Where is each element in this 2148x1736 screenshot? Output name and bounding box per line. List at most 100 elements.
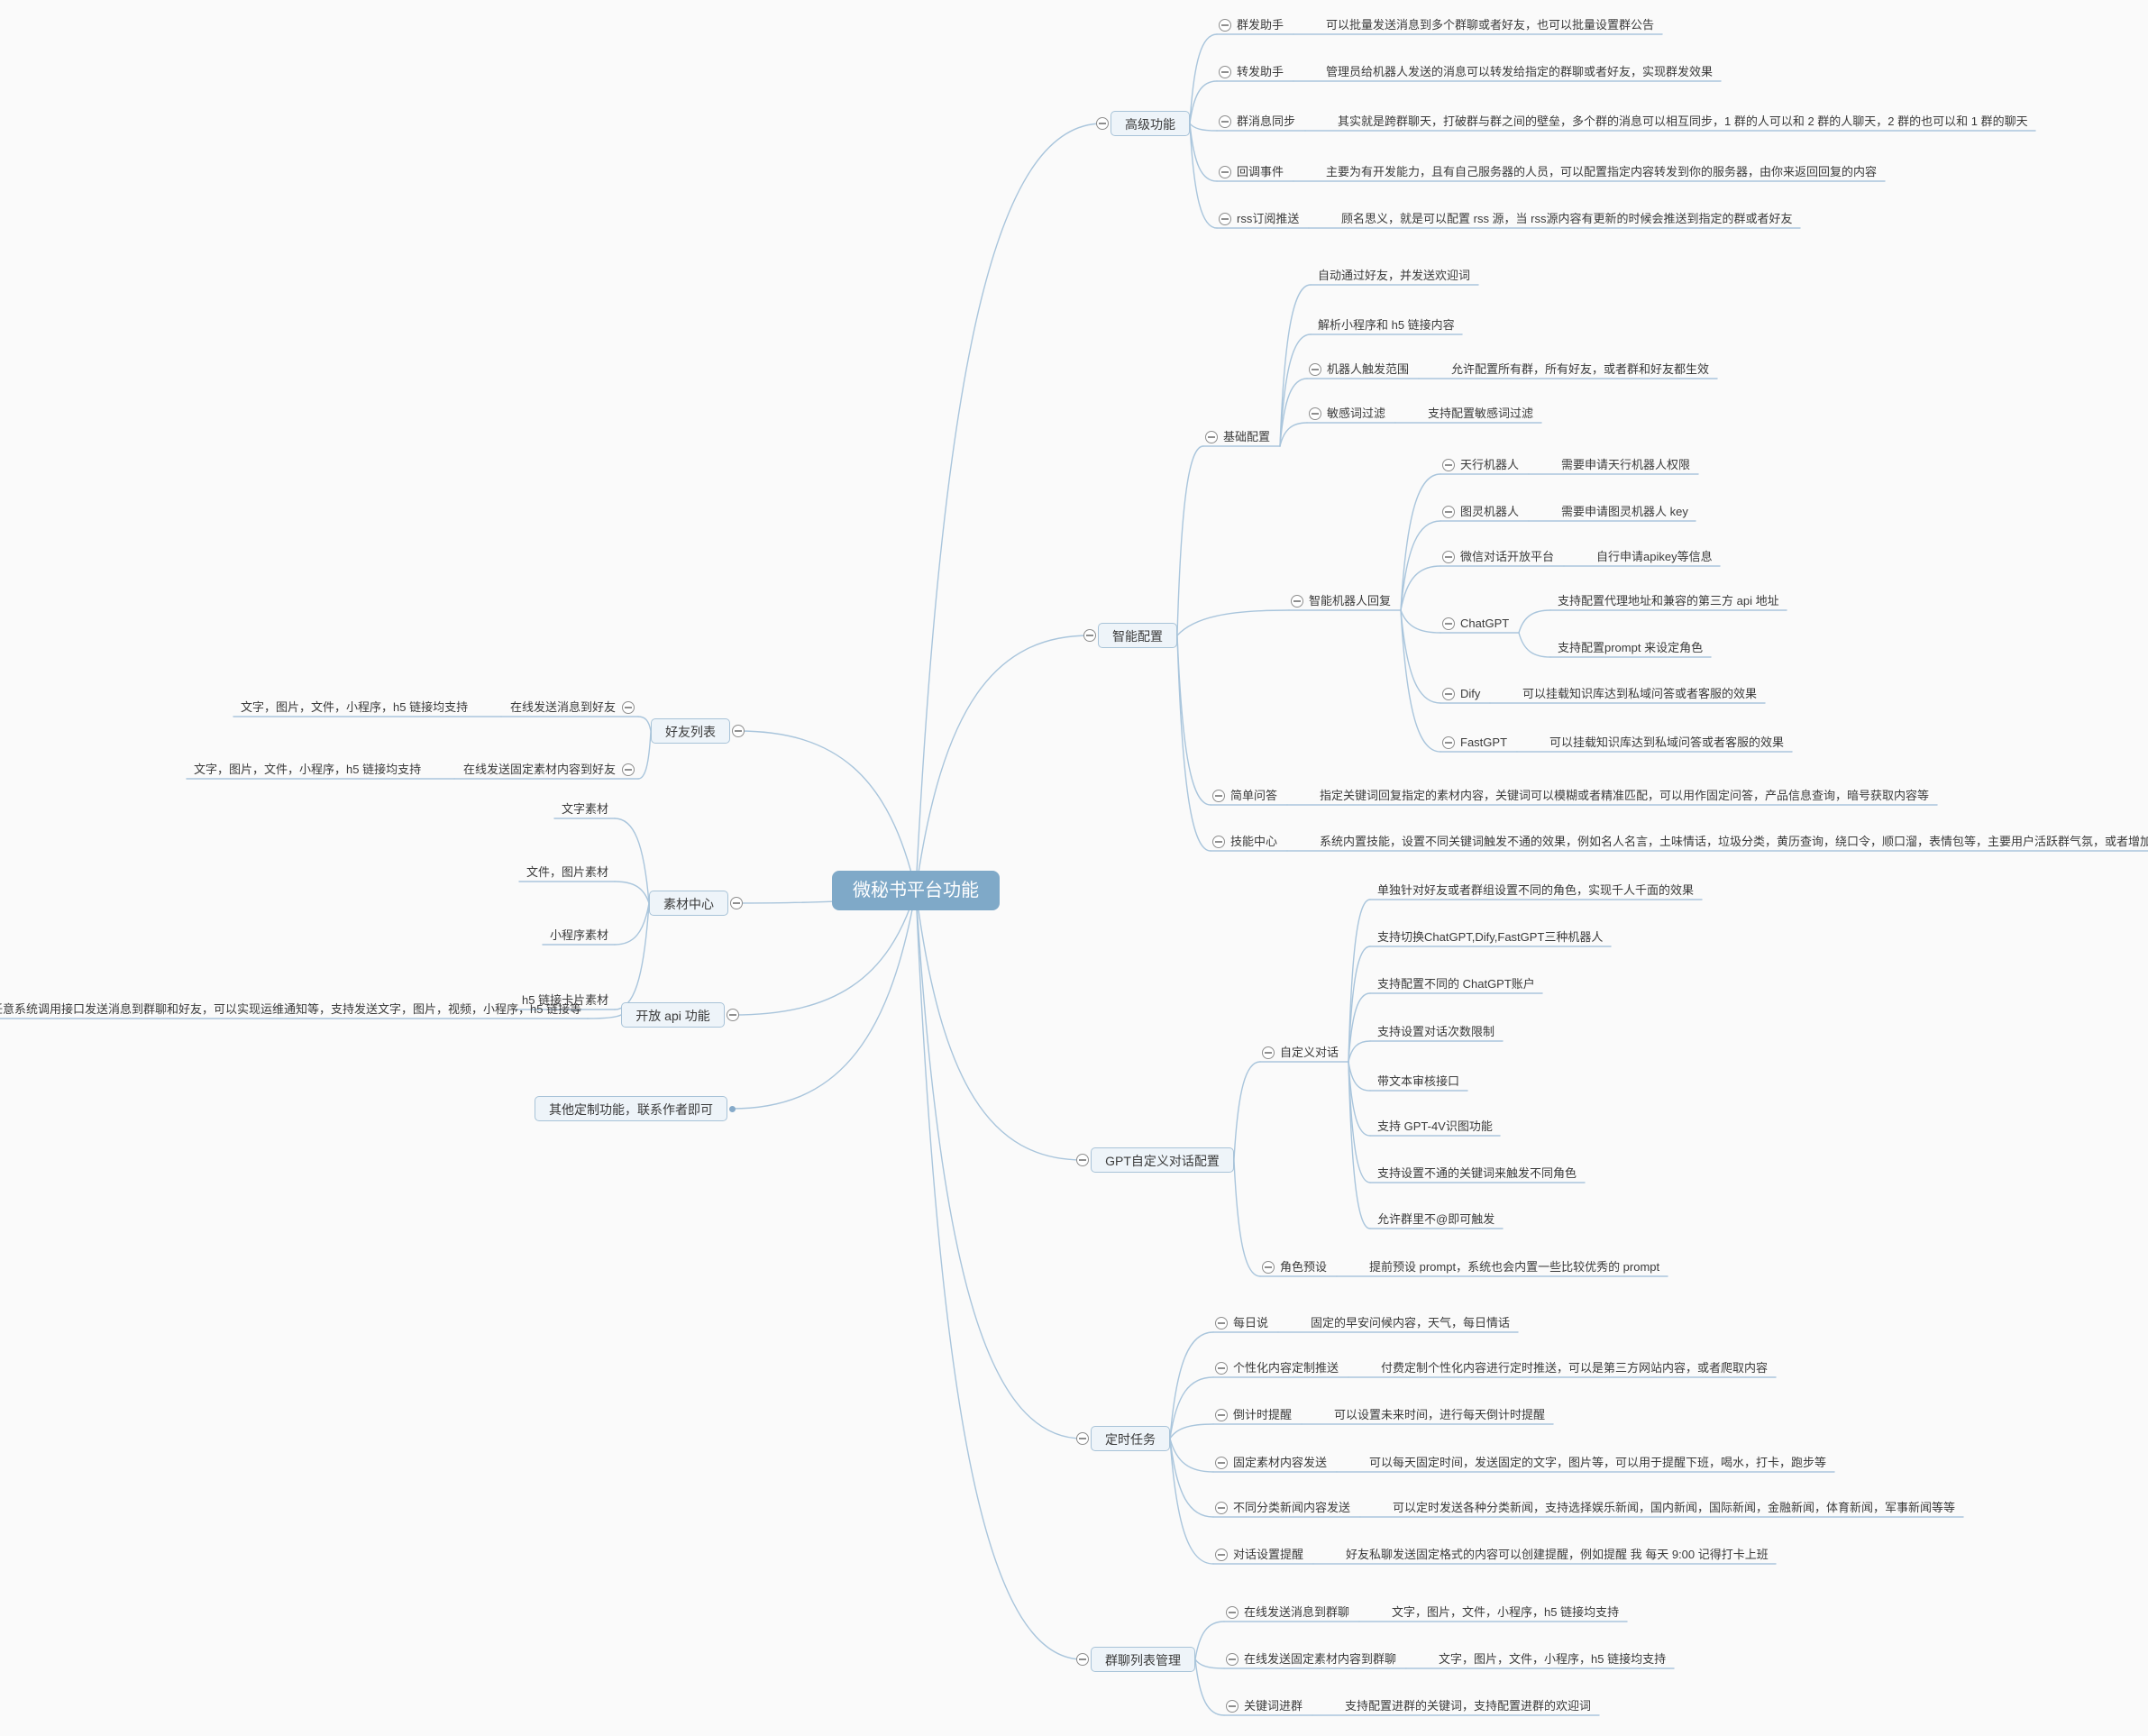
node-r3a6[interactable]: 支持 GPT-4V识图功能 [1377, 1119, 1493, 1133]
node-r3a4[interactable]: 支持设置对话次数限制 [1377, 1025, 1495, 1038]
node-r1eD[interactable]: 顾名思义，就是可以配置 rss 源，当 rss源内容有更新的时候会推送到指定的群… [1341, 212, 1793, 225]
node-r4a[interactable]: 每日说 [1233, 1316, 1269, 1329]
node-r4dD[interactable]: 可以每天固定时间，发送固定的文字，图片等，可以用于提醒下班，喝水，打卡，跑步等 [1369, 1456, 1827, 1469]
collapse-icon[interactable] [1309, 407, 1321, 420]
node-r3a3[interactable]: 支持配置不同的 ChatGPT账户 [1377, 977, 1535, 991]
collapse-icon[interactable] [1076, 1432, 1089, 1445]
node-r5c[interactable]: 关键词进群 [1244, 1699, 1303, 1713]
collapse-icon[interactable] [1442, 459, 1455, 471]
node-r5bD[interactable]: 文字，图片，文件，小程序，h5 链接均支持 [1439, 1652, 1667, 1666]
collapse-icon[interactable] [1219, 166, 1231, 178]
node-l1aD[interactable]: 文字，图片，文件，小程序，h5 链接均支持 [241, 700, 469, 714]
collapse-icon[interactable] [1212, 836, 1225, 848]
node-r2c[interactable]: 简单问答 [1230, 789, 1278, 802]
node-l2d[interactable]: h5 链接卡片素材 [522, 993, 609, 1007]
node-r1aD[interactable]: 可以批量发送消息到多个群聊或者好友，也可以批量设置群公告 [1326, 18, 1655, 32]
collapse-icon[interactable] [1442, 617, 1455, 630]
node-r1c[interactable]: 群消息同步 [1237, 114, 1296, 128]
collapse-icon[interactable] [1226, 1700, 1239, 1713]
node-r2a1[interactable]: 自动通过好友，并发送欢迎词 [1318, 269, 1471, 282]
node-r2cD[interactable]: 指定关键词回复指定的素材内容，关键词可以模糊或者精准匹配，可以用作固定问答，产品… [1320, 789, 1930, 802]
node-r2dD[interactable]: 系统内置技能，设置不同关键词触发不通的效果，例如名人名言，土味情话，垃圾分类，黄… [1320, 835, 2148, 848]
collapse-icon[interactable] [1083, 629, 1096, 642]
node-r4aD[interactable]: 固定的早安问候内容，天气，每日情话 [1311, 1316, 1511, 1329]
collapse-icon[interactable] [1262, 1261, 1275, 1274]
node-l3a[interactable]: 任意系统调用接口发送消息到群聊和好友，可以实现运维通知等，支持发送文字，图片，视… [0, 1002, 582, 1016]
collapse-icon[interactable] [1442, 688, 1455, 700]
node-r4e[interactable]: 不同分类新闻内容发送 [1233, 1501, 1351, 1514]
collapse-icon[interactable] [1076, 1653, 1089, 1666]
node-r4cD[interactable]: 可以设置未来时间，进行每天倒计时提醒 [1334, 1408, 1546, 1421]
collapse-icon[interactable] [1096, 117, 1109, 130]
collapse-icon[interactable] [1219, 66, 1231, 78]
collapse-icon[interactable] [1076, 1154, 1089, 1166]
node-l1b[interactable]: 在线发送固定素材内容到好友 [463, 763, 617, 776]
collapse-icon[interactable] [622, 701, 635, 714]
node-l2a[interactable]: 文字素材 [562, 802, 609, 816]
node-r5b[interactable]: 在线发送固定素材内容到群聊 [1244, 1652, 1397, 1666]
node-r2b6[interactable]: FastGPT [1460, 736, 1508, 749]
node-r2b4a[interactable]: 支持配置代理地址和兼容的第三方 api 地址 [1558, 594, 1779, 608]
node-r2a[interactable]: 基础配置 [1223, 430, 1271, 443]
collapse-icon[interactable] [1442, 551, 1455, 563]
branch-r4[interactable]: 定时任务 [1091, 1426, 1170, 1451]
branch-l3[interactable]: 开放 api 功能 [621, 1002, 725, 1028]
node-r1bD[interactable]: 管理员给机器人发送的消息可以转发给指定的群聊或者好友，实现群发效果 [1326, 65, 1714, 78]
node-r2b1D[interactable]: 需要申请天行机器人权限 [1561, 458, 1691, 471]
node-r1cD[interactable]: 其实就是跨群聊天，打破群与群之间的壁垒，多个群的消息可以相互同步，1 群的人可以… [1338, 114, 2028, 128]
node-r2b3[interactable]: 微信对话开放平台 [1460, 550, 1555, 563]
node-r3a5[interactable]: 带文本审核接口 [1377, 1074, 1460, 1088]
node-r3a1[interactable]: 单独针对好友或者群组设置不同的角色，实现千人千面的效果 [1377, 883, 1695, 897]
collapse-icon[interactable] [1219, 213, 1231, 225]
node-r5aD[interactable]: 文字，图片，文件，小程序，h5 链接均支持 [1392, 1605, 1620, 1619]
node-r3a2[interactable]: 支持切换ChatGPT,Dify,FastGPT三种机器人 [1377, 930, 1604, 944]
node-r4fD[interactable]: 好友私聊发送固定格式的内容可以创建提醒，例如提醒 我 每天 9:00 记得打卡上… [1346, 1548, 1769, 1561]
node-l1a[interactable]: 在线发送消息到好友 [510, 700, 617, 714]
node-r4d[interactable]: 固定素材内容发送 [1233, 1456, 1328, 1469]
collapse-icon[interactable] [1226, 1606, 1239, 1619]
node-r3a8[interactable]: 允许群里不@即可触发 [1377, 1212, 1495, 1226]
collapse-icon[interactable] [1262, 1046, 1275, 1059]
node-r2b4b[interactable]: 支持配置prompt 来设定角色 [1558, 641, 1704, 654]
collapse-icon[interactable] [1215, 1362, 1228, 1375]
node-r2b4[interactable]: ChatGPT [1460, 617, 1510, 630]
collapse-icon[interactable] [1219, 115, 1231, 128]
branch-l1[interactable]: 好友列表 [651, 718, 730, 744]
node-r3bD[interactable]: 提前预设 prompt，系统也会内置一些比较优秀的 prompt [1369, 1260, 1660, 1274]
node-r4c[interactable]: 倒计时提醒 [1233, 1408, 1293, 1421]
node-r2b2[interactable]: 图灵机器人 [1460, 505, 1520, 518]
branch-r3[interactable]: GPT自定义对话配置 [1091, 1147, 1234, 1173]
branch-r2[interactable]: 智能配置 [1098, 623, 1177, 648]
node-r2b5D[interactable]: 可以挂载知识库达到私域问答或者客服的效果 [1522, 687, 1758, 700]
collapse-icon[interactable] [1212, 790, 1225, 802]
node-r5cD[interactable]: 支持配置进群的关键词，支持配置进群的欢迎词 [1345, 1699, 1592, 1713]
node-r2a4D[interactable]: 支持配置敏感词过滤 [1428, 407, 1534, 420]
collapse-icon[interactable] [1215, 1549, 1228, 1561]
collapse-icon[interactable] [1215, 1457, 1228, 1469]
node-r2b2D[interactable]: 需要申请图灵机器人 key [1561, 505, 1688, 518]
collapse-icon[interactable] [1226, 1653, 1239, 1666]
node-r5a[interactable]: 在线发送消息到群聊 [1244, 1605, 1350, 1619]
node-r2a3[interactable]: 机器人触发范围 [1327, 362, 1410, 376]
node-r2b3D[interactable]: 自行申请apikey等信息 [1596, 550, 1713, 563]
node-r2b1[interactable]: 天行机器人 [1460, 458, 1520, 471]
node-r4eD[interactable]: 可以定时发送各种分类新闻，支持选择娱乐新闻，国内新闻，国际新闻，金融新闻，体育新… [1393, 1501, 1956, 1514]
node-r1e[interactable]: rss订阅推送 [1237, 212, 1300, 225]
collapse-icon[interactable] [1215, 1317, 1228, 1329]
collapse-icon[interactable] [1215, 1409, 1228, 1421]
node-r4f[interactable]: 对话设置提醒 [1233, 1548, 1304, 1561]
node-l1bD[interactable]: 文字，图片，文件，小程序，h5 链接均支持 [194, 763, 422, 776]
collapse-icon[interactable] [727, 1009, 739, 1021]
node-r2a2[interactable]: 解析小程序和 h5 链接内容 [1318, 318, 1455, 332]
collapse-icon[interactable] [1205, 431, 1218, 443]
branch-l4[interactable]: 其他定制功能，联系作者即可 [535, 1096, 727, 1121]
collapse-icon[interactable] [1291, 595, 1303, 608]
node-r1b[interactable]: 转发助手 [1237, 65, 1284, 78]
node-r3a7[interactable]: 支持设置不通的关键词来触发不同角色 [1377, 1166, 1577, 1180]
node-r4b[interactable]: 个性化内容定制推送 [1233, 1361, 1339, 1375]
node-l2b[interactable]: 文件，图片素材 [526, 865, 609, 879]
branch-r1[interactable]: 高级功能 [1111, 111, 1190, 136]
collapse-icon[interactable] [1442, 736, 1455, 749]
collapse-icon[interactable] [1442, 506, 1455, 518]
collapse-icon[interactable] [622, 763, 635, 776]
